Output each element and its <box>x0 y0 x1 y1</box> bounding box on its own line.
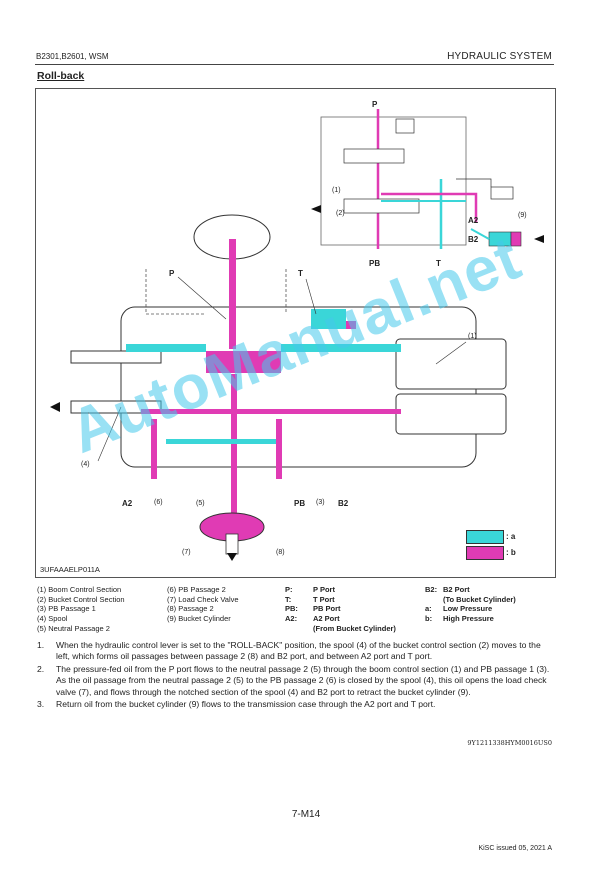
legend-key: B2: <box>425 585 438 594</box>
legend-item: (5) Neutral Passage 2 <box>37 623 110 633</box>
port-label-p-main: P <box>169 269 175 278</box>
legend-item: (3) PB Passage 1 <box>37 604 96 614</box>
callout-8: (8) <box>276 549 285 556</box>
legend-key: A2: <box>285 614 298 624</box>
callout-1-main: (1) <box>468 333 477 340</box>
schematic-bucket-valve <box>343 198 420 214</box>
diagram-drawing <box>50 109 544 561</box>
legend-item: (7) Load Check Valve <box>167 594 239 604</box>
legend-swatch-b <box>466 546 504 560</box>
port-label-t-top: T <box>436 259 441 268</box>
legend-item: (8) Passage 2 <box>167 604 214 614</box>
left-arrow <box>50 402 60 412</box>
port-label-t-main: T <box>298 269 303 278</box>
schematic-cylinder <box>488 231 512 247</box>
document-id: 9Y1211338HYM0016US0 <box>467 739 552 747</box>
step-text: Return oil from the bucket cylinder (9) … <box>56 699 436 710</box>
callout-6: (6) <box>154 499 163 506</box>
legend-key: T: <box>285 594 292 604</box>
legend-value: A2 Port <box>313 614 340 624</box>
boom-spool <box>70 350 162 364</box>
legend-col-1: (1) Boom Control Section (2) Bucket Cont… <box>37 585 125 633</box>
port-label-pb-top: PB <box>369 259 381 268</box>
legend-value: Low Pressure <box>443 604 493 614</box>
legend-item: (1) Boom Control Section <box>37 585 122 594</box>
legend-value: P Port <box>313 585 335 594</box>
spool-cap-upper <box>395 338 507 390</box>
port-label-b2-main: B2 <box>338 499 349 508</box>
callout-3: (3) <box>316 499 325 506</box>
legend-swatch-a <box>466 530 504 544</box>
legend-value: High Pressure <box>443 614 494 624</box>
legend-col-2: (6) PB Passage 2 (7) Load Check Valve (8… <box>167 585 239 624</box>
callout-7: (7) <box>182 549 191 556</box>
legend-key: b: <box>425 614 433 624</box>
legend-col-4b: B2 Port (To Bucket Cylinder) Low Pressur… <box>443 585 516 624</box>
legend-key: a: <box>425 604 432 614</box>
step-text: The pressure-fed oil from the P port flo… <box>56 663 550 697</box>
legend-item: (4) Spool <box>37 614 68 624</box>
legend-col-3: P: T: PB: A2: <box>285 585 298 624</box>
spool-cap-lower <box>395 393 507 435</box>
callout-2-top: (2) <box>336 210 345 217</box>
legend-col-3b: P Port T Port PB Port A2 Port (From Buck… <box>313 585 396 633</box>
legend-value: B2 Port <box>443 585 470 594</box>
callout-5: (5) <box>196 500 205 507</box>
legend-item: (9) Bucket Cylinder <box>167 614 231 624</box>
step-2: 2. The pressure-fed oil from the P port … <box>37 664 553 698</box>
step-1: 1. When the hydraulic control lever is s… <box>37 640 553 663</box>
step-number: 3. <box>37 699 45 710</box>
legend-label-a: : a <box>506 532 516 541</box>
port-label-a2-main: A2 <box>122 499 133 508</box>
callout-4: (4) <box>81 461 90 468</box>
legend-item: (2) Bucket Control Section <box>37 594 125 604</box>
legend-label-b: : b <box>506 548 516 557</box>
legend-key: P: <box>285 585 293 594</box>
legend-value: (From Bucket Cylinder) <box>313 623 396 633</box>
schematic-b2-line <box>381 192 478 222</box>
callout-9: (9) <box>518 212 527 219</box>
step-number: 2. <box>37 663 45 674</box>
schematic-frame <box>320 116 467 246</box>
legend-col-4: B2: a: b: <box>425 585 437 624</box>
port-label-a2-top: A2 <box>468 216 479 225</box>
header-rule <box>35 64 554 65</box>
section-title: Roll-back <box>37 70 85 82</box>
footer-issue: KiSC issued 05, 2021 A <box>478 845 552 852</box>
step-number: 1. <box>37 640 45 650</box>
header-section: HYDRAULIC SYSTEM <box>447 51 552 62</box>
port-label-pb-main: PB <box>294 499 306 508</box>
legend-key <box>425 595 437 605</box>
schematic-boom-valve <box>343 148 405 164</box>
legend-value: (To Bucket Cylinder) <box>443 594 516 604</box>
legend-key: PB: <box>285 604 298 614</box>
legend-value: T Port <box>313 594 335 604</box>
header-models: B2301,B2601, WSM <box>36 52 109 61</box>
port-label-p-top: P <box>372 100 378 109</box>
step-3: 3. Return oil from the bucket cylinder (… <box>37 699 553 710</box>
port-label-b2-top: B2 <box>468 235 479 244</box>
callout-1-top: (1) <box>332 187 341 194</box>
legend-value: PB Port <box>313 604 341 614</box>
figure-code: 3UFAAAELP011A <box>40 565 100 574</box>
step-text: When the hydraulic control lever is set … <box>56 640 541 662</box>
procedure-steps: 1. When the hydraulic control lever is s… <box>37 640 553 711</box>
page-number: 7-M14 <box>291 809 321 820</box>
bucket-spool <box>70 400 162 414</box>
legend-item: (6) PB Passage 2 <box>167 585 226 594</box>
hydraulic-diagram: P PB T A2 B2 P T PB A2 B2 (1) (2) (9) (1… <box>35 88 556 578</box>
